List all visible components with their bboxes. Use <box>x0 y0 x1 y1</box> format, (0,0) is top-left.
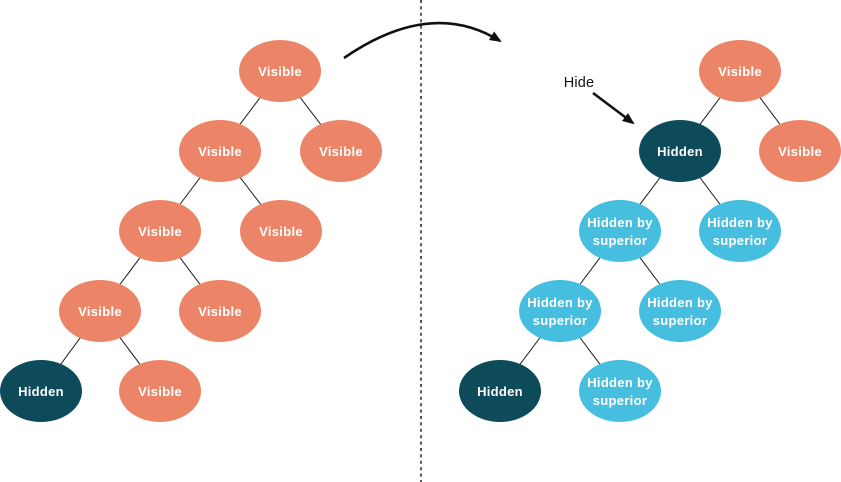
node-label: Visible <box>198 144 242 159</box>
node-ellipse <box>579 200 661 262</box>
node-ellipse <box>300 120 382 182</box>
tree-node-visible: Visible <box>119 200 201 262</box>
node-label: Visible <box>319 144 363 159</box>
node-label: Visible <box>138 384 182 399</box>
node-label: Hidden <box>18 384 64 399</box>
tree-node-visible: Visible <box>59 280 141 342</box>
annotations-layer: Hide <box>343 21 635 125</box>
tree-node-visible: Visible <box>240 200 322 262</box>
node-label: Hidden <box>657 144 703 159</box>
node-label: Hidden <box>477 384 523 399</box>
tree-node-hidden: Hidden <box>639 120 721 182</box>
node-ellipse <box>699 40 781 102</box>
transition-arrow-icon <box>343 21 502 60</box>
tree-node-visible: Visible <box>699 40 781 102</box>
node-ellipse <box>179 120 261 182</box>
node-ellipse <box>59 280 141 342</box>
node-ellipse <box>519 280 601 342</box>
node-ellipse <box>639 280 721 342</box>
tree-node-visible: Visible <box>119 360 201 422</box>
node-ellipse <box>759 120 841 182</box>
node-ellipse <box>459 360 541 422</box>
tree-node-visible: Visible <box>300 120 382 182</box>
node-label: Visible <box>718 64 762 79</box>
node-label: Visible <box>198 304 242 319</box>
node-ellipse <box>639 120 721 182</box>
node-label: Visible <box>258 64 302 79</box>
node-label: Visible <box>78 304 122 319</box>
node-ellipse <box>240 200 322 262</box>
hide-annotation-label: Hide <box>564 75 595 91</box>
tree-node-hidden: Hidden <box>0 360 82 422</box>
node-ellipse <box>699 200 781 262</box>
node-ellipse <box>579 360 661 422</box>
node-ellipse <box>119 200 201 262</box>
tree-node-hidden: Hidden <box>459 360 541 422</box>
tree-node-visible: Visible <box>179 280 261 342</box>
node-ellipse <box>119 360 201 422</box>
node-label: Visible <box>138 224 182 239</box>
node-label: Visible <box>778 144 822 159</box>
tree-node-visible: Visible <box>179 120 261 182</box>
tree-node-visible: Visible <box>239 40 321 102</box>
node-ellipse <box>239 40 321 102</box>
hide-arrow-icon <box>592 91 635 125</box>
node-label: Visible <box>259 224 303 239</box>
node-ellipse <box>0 360 82 422</box>
tree-node-visible: Visible <box>759 120 841 182</box>
node-ellipse <box>179 280 261 342</box>
